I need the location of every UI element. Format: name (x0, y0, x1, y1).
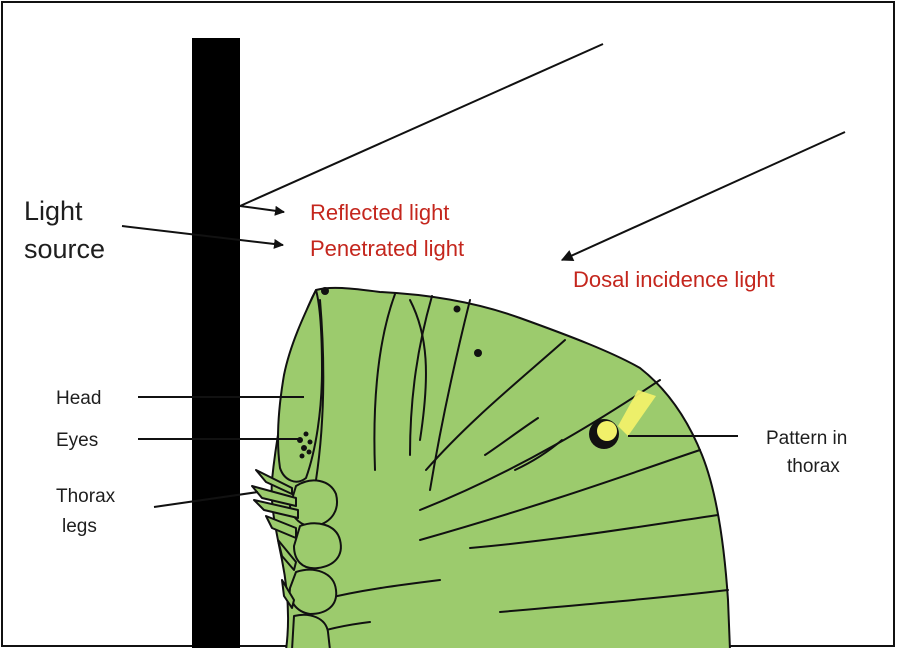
spiracle-dot (474, 349, 482, 357)
leg-segment (290, 480, 337, 526)
thorax-legs-label-line1: Thorax (56, 486, 116, 507)
spiracle-dot (454, 306, 461, 313)
pattern-label-line1: Pattern in (766, 428, 847, 449)
pattern-label-line2: thorax (787, 456, 840, 477)
head-label: Head (56, 388, 101, 409)
dorsal-light-label: Dosal incidence light (573, 267, 775, 292)
light-source-label-line2: source (24, 234, 105, 264)
leg-segment (290, 570, 337, 614)
spiracle-dot (321, 287, 329, 295)
leg-segment (294, 523, 341, 568)
thorax-pattern-spot (589, 419, 619, 449)
penetrated-light-label: Penetrated light (310, 236, 464, 261)
thorax-legs-label-line2: legs (62, 516, 97, 537)
reflected-light-label: Reflected light (310, 200, 449, 225)
substrate-bar (192, 38, 240, 648)
light-source-label-line1: Light (24, 196, 83, 226)
eyes-label: Eyes (56, 430, 98, 451)
